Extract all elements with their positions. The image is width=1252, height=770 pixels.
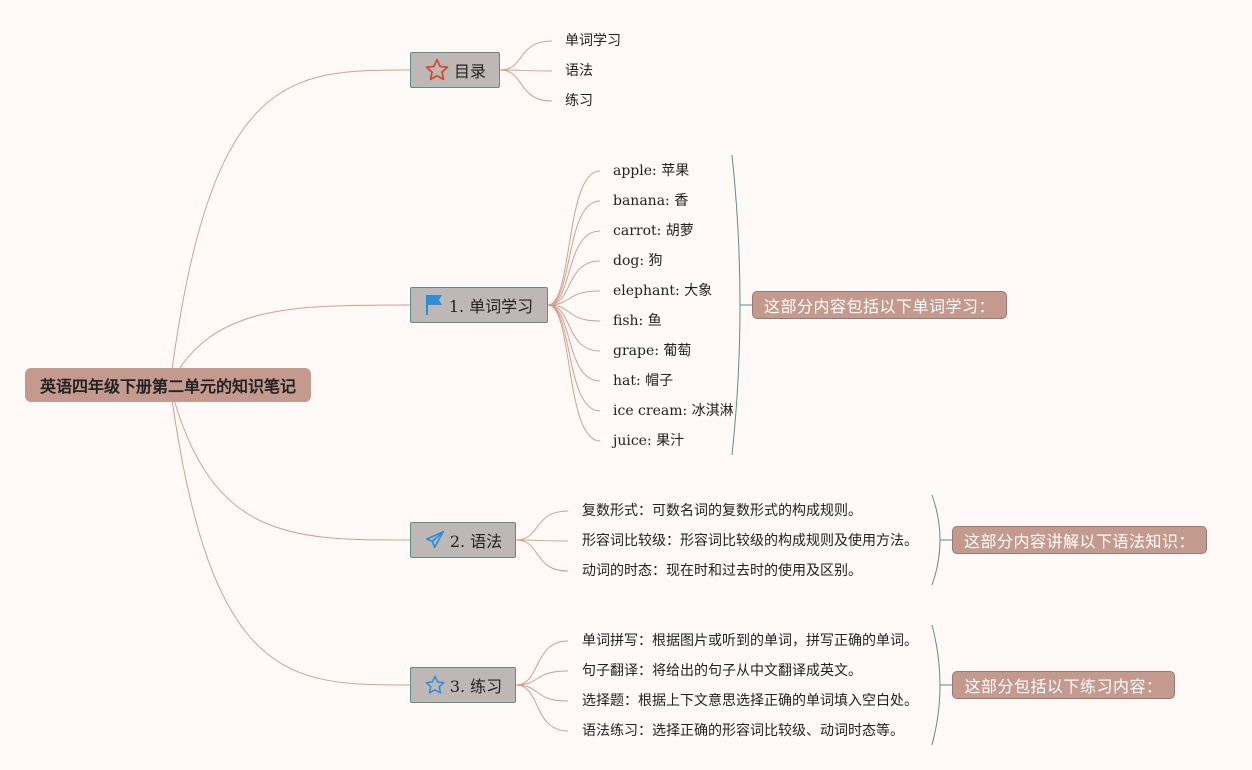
- branch-leaf-connector: [499, 69, 553, 102]
- branch-leaf-connector: [515, 670, 569, 686]
- grammar-summary[interactable]: 这部分内容讲解以下语法知识：: [952, 526, 1207, 554]
- practice-item[interactable]: 单词拼写：根据图片或听到的单词，拼写正确的单词。: [582, 633, 918, 649]
- summary-bracket: [931, 624, 941, 746]
- grammar-summary-label: 这部分内容讲解以下语法知识：: [963, 532, 1195, 551]
- toc-item[interactable]: 单词学习: [565, 33, 621, 49]
- branch-practice-label: 3. 练习: [449, 677, 503, 696]
- branch-leaf-connector: [515, 684, 569, 702]
- vocabulary-summary-label: 这部分内容包括以下单词学习：: [763, 297, 995, 316]
- vocab-item[interactable]: hat: 帽子: [613, 373, 674, 389]
- practice-summary[interactable]: 这部分包括以下练习内容：: [952, 671, 1175, 699]
- vocab-item[interactable]: apple: 苹果: [613, 163, 690, 179]
- vocab-item[interactable]: juice: 果汁: [613, 433, 685, 449]
- branch-leaf-connector: [515, 640, 569, 686]
- practice-summary-label: 这部分包括以下练习内容：: [964, 677, 1163, 696]
- toc-item[interactable]: 练习: [565, 93, 593, 109]
- star-outline-red-icon: [424, 57, 450, 83]
- branch-leaf-connector: [547, 304, 601, 352]
- star-outline-blue-icon: [424, 674, 446, 696]
- root-branch-connector: [169, 69, 411, 386]
- practice-item[interactable]: 句子翻译：将给出的句子从中文翻译成英文。: [582, 663, 862, 679]
- branch-leaf-connector: [515, 684, 569, 732]
- root-topic[interactable]: 英语四年级下册第二单元的知识笔记: [25, 368, 311, 402]
- branch-leaf-connector: [547, 290, 601, 306]
- paper-plane-icon: [424, 529, 446, 551]
- vocab-item[interactable]: ice cream: 冰淇淋: [613, 403, 734, 419]
- root-branch-connector: [169, 384, 411, 541]
- vocabulary-summary[interactable]: 这部分内容包括以下单词学习：: [752, 291, 1007, 319]
- branch-leaf-connector: [499, 69, 553, 72]
- toc-item[interactable]: 语法: [565, 63, 593, 79]
- grammar-item[interactable]: 复数形式：可数名词的复数形式的构成规则。: [582, 503, 862, 519]
- branch-grammar[interactable]: 2. 语法: [410, 522, 516, 558]
- flag-icon: [425, 294, 445, 316]
- branch-leaf-connector: [547, 200, 601, 306]
- root-branch-connector: [169, 304, 411, 386]
- branch-practice[interactable]: 3. 练习: [410, 667, 516, 703]
- branch-grammar-label: 2. 语法: [449, 532, 503, 551]
- vocab-item[interactable]: carrot: 胡萝: [613, 223, 694, 239]
- vocab-item[interactable]: banana: 香: [613, 193, 689, 209]
- branch-leaf-connector: [547, 230, 601, 306]
- branch-leaf-connector: [547, 260, 601, 306]
- root-branch-connector: [169, 384, 411, 686]
- grammar-item[interactable]: 动词的时态：现在时和过去时的使用及区别。: [582, 563, 862, 579]
- branch-leaf-connector: [515, 539, 569, 572]
- branch-leaf-connector: [547, 304, 601, 322]
- branch-leaf-connector: [547, 304, 601, 382]
- vocab-item[interactable]: dog: 狗: [613, 253, 663, 269]
- branch-leaf-connector: [515, 510, 569, 541]
- branch-vocabulary-label: 1. 单词学习: [448, 297, 534, 316]
- branch-leaf-connector: [499, 40, 553, 71]
- root-topic-label: 英语四年级下册第二单元的知识笔记: [39, 377, 296, 396]
- practice-item[interactable]: 选择题：根据上下文意思选择正确的单词填入空白处。: [582, 693, 918, 709]
- vocab-item[interactable]: fish: 鱼: [613, 313, 662, 329]
- branch-leaf-connector: [515, 539, 569, 542]
- branch-leaf-connector: [547, 304, 601, 442]
- practice-item[interactable]: 语法练习：选择正确的形容词比较级、动词时态等。: [582, 723, 904, 739]
- vocab-item[interactable]: grape: 葡萄: [613, 343, 692, 359]
- vocab-item[interactable]: elephant: 大象: [613, 283, 713, 299]
- summary-bracket: [931, 494, 941, 586]
- branch-toc-label: 目录: [453, 62, 486, 81]
- branch-leaf-connector: [547, 170, 601, 306]
- branch-vocabulary[interactable]: 1. 单词学习: [410, 287, 548, 323]
- grammar-item[interactable]: 形容词比较级：形容词比较级的构成规则及使用方法。: [582, 533, 918, 549]
- branch-toc[interactable]: 目录: [410, 52, 500, 88]
